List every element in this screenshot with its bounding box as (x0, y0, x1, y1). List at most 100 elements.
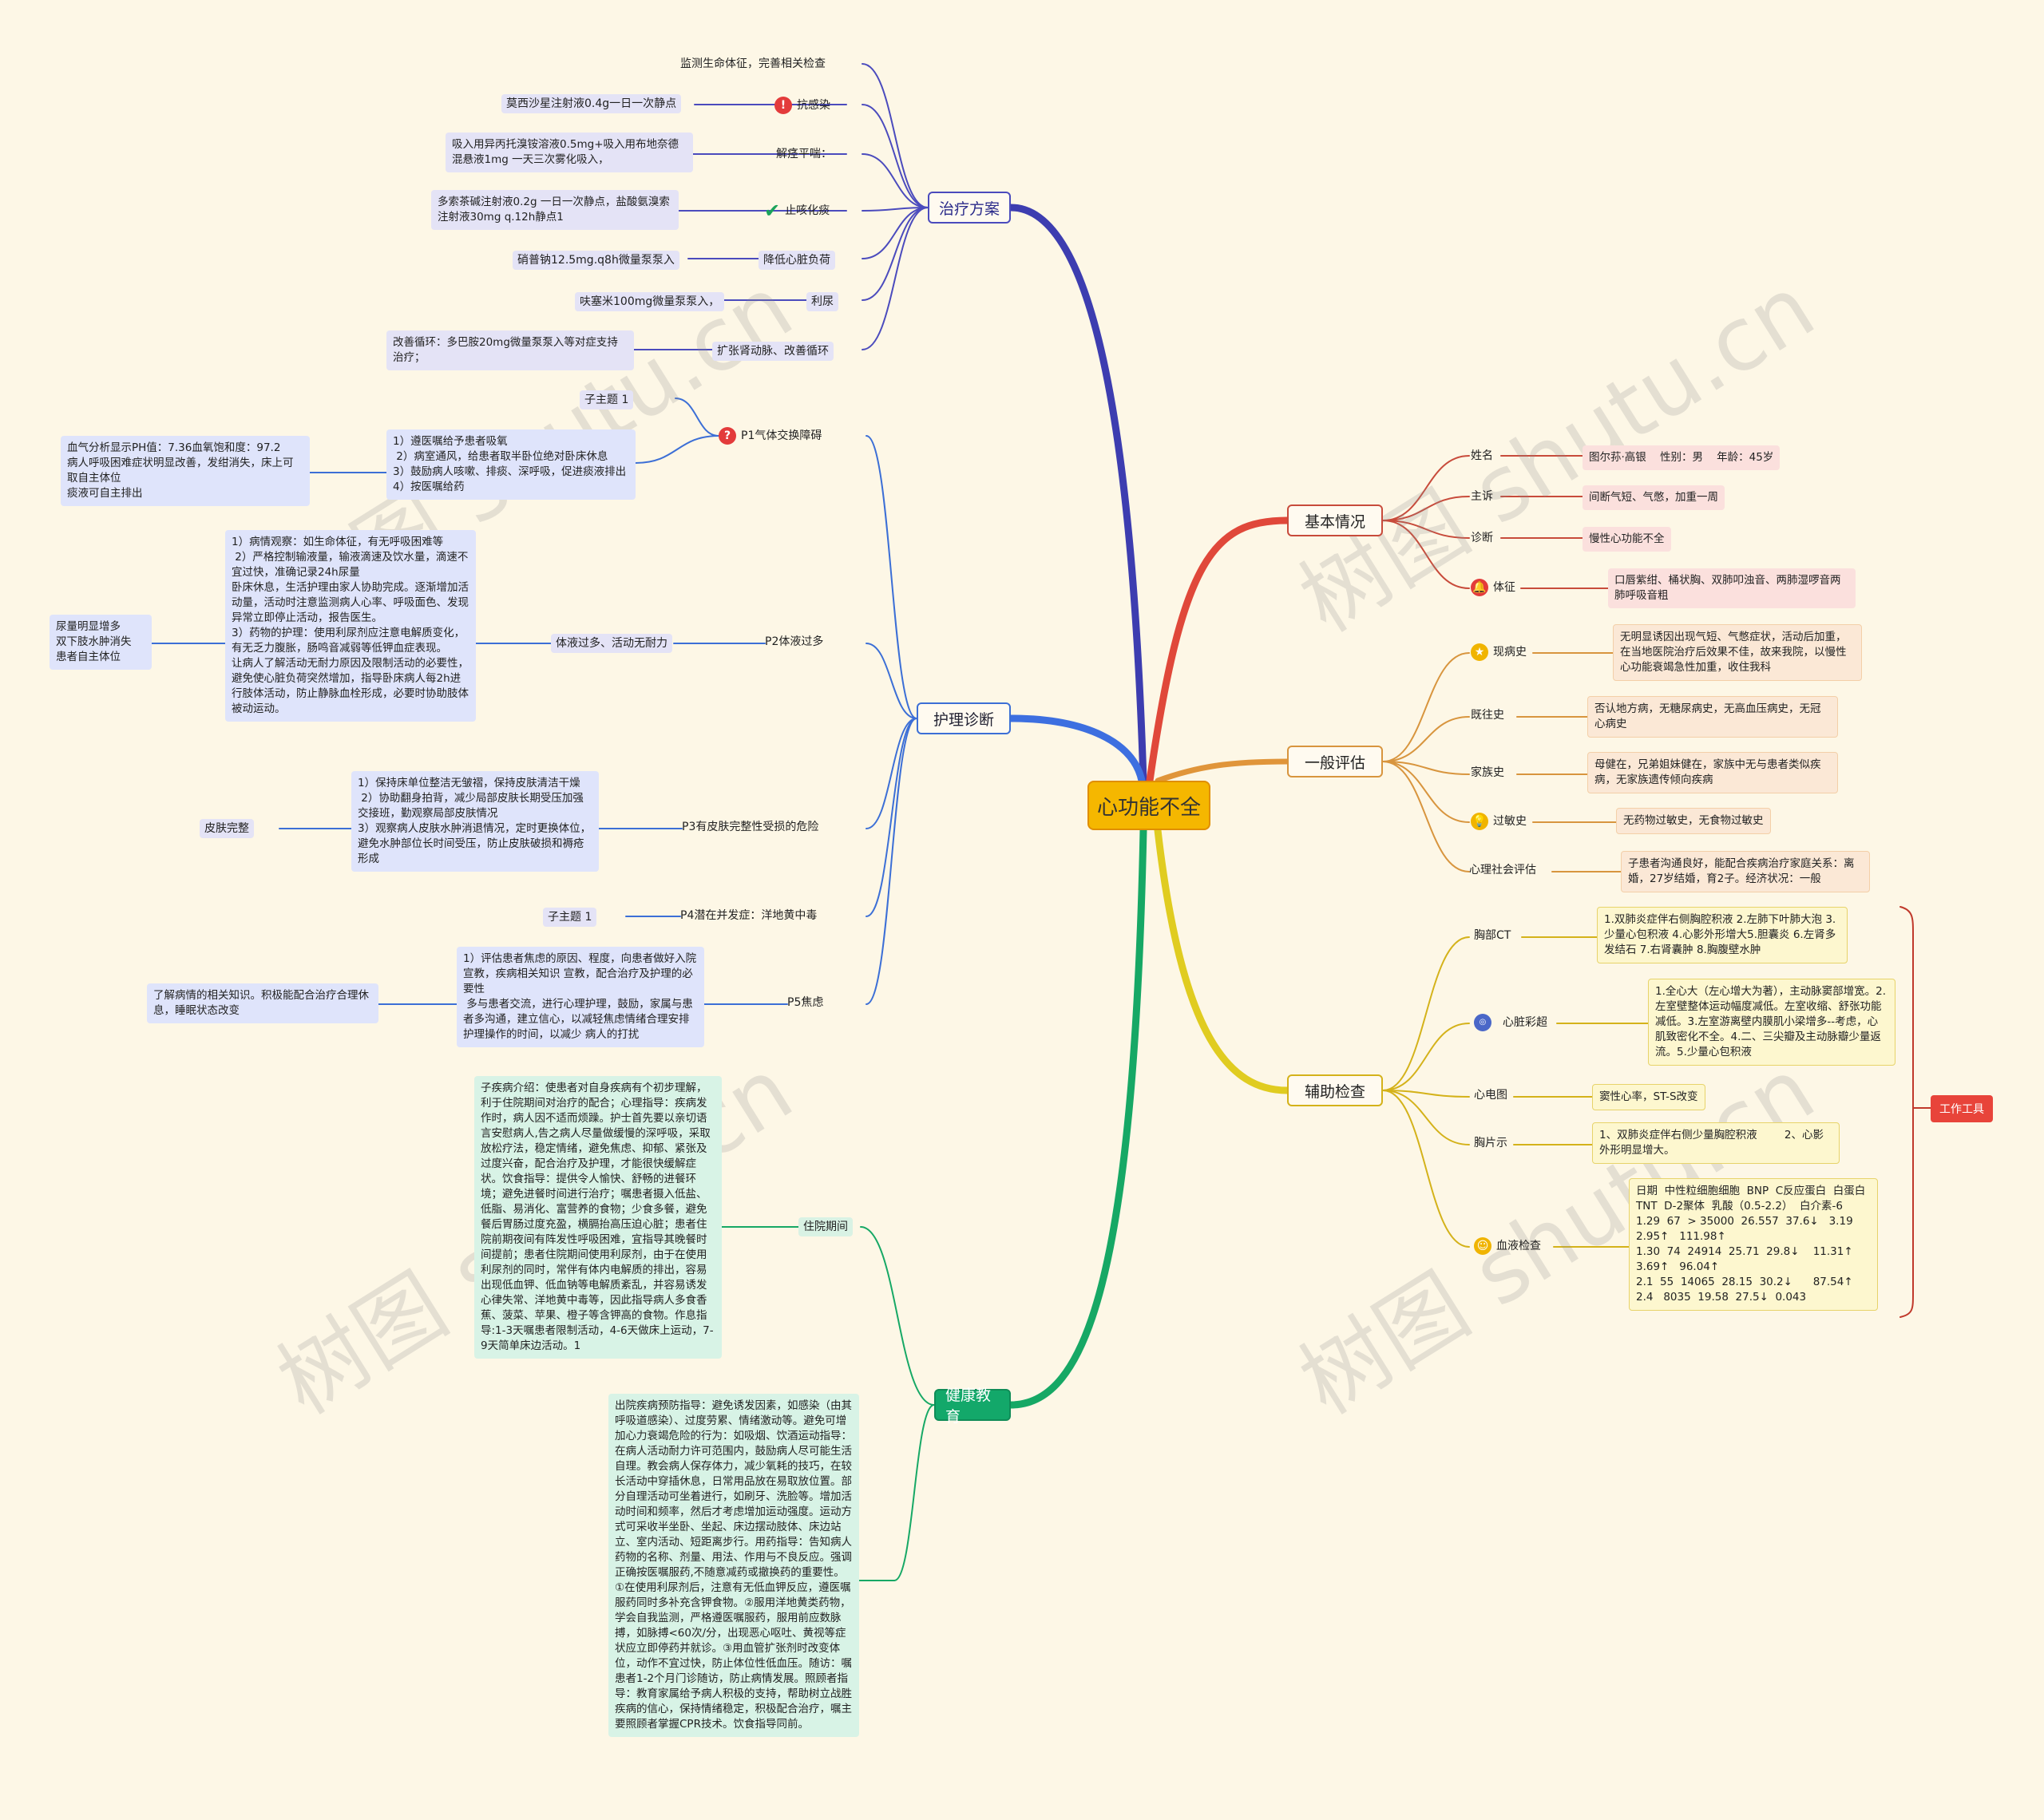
connector (1382, 1090, 1470, 1145)
education-inhospital-text: 子疾病介绍：使患者对自身疾病有个初步理解，利于住院期间对治疗的配合；心理指导：疾… (474, 1076, 722, 1359)
connector (1382, 652, 1470, 762)
aux-label[interactable]: 胸部CT (1474, 929, 1511, 942)
connector (866, 718, 917, 1005)
root-topic[interactable]: 心功能不全 (1087, 781, 1210, 830)
connector (675, 398, 719, 437)
connector (1382, 520, 1470, 589)
connector (1146, 516, 1291, 785)
star-icon: ★ (1471, 643, 1488, 661)
general-value: 母健在，兄弟姐妹健在，家族中无与患者类似疾病，无家族遗传倾向疾病 (1587, 752, 1838, 793)
nursing-measures: 1）保持床单位整洁无皱褶，保持皮肤清洁干燥 2）协助翻身拍背，减少局部皮肤长期受… (351, 771, 599, 872)
aux-value: 日期 中性粒细胞细胞 BNP C反应蛋白 白蛋白 TNT D-2聚体 乳酸（0.… (1629, 1178, 1878, 1311)
connector (1007, 714, 1146, 785)
connector (1154, 826, 1291, 1094)
exclamation-icon: ! (774, 97, 792, 114)
basic-value: 图尔荪·高银 性别：男 年龄：45岁 (1583, 445, 1781, 470)
connector (862, 207, 929, 212)
basic-value: 口唇紫绀、桶状胸、双肺叩浊音、两肺湿啰音两肺呼吸音粗 (1608, 568, 1856, 608)
basic-label[interactable]: 主诉 (1471, 490, 1493, 503)
general-value: 无药物过敏史，无食物过敏史 (1616, 808, 1771, 834)
connector (635, 435, 719, 464)
aux-value: 1、双肺炎症伴右侧少量胸腔积液 2、心影外形明显增大。 (1592, 1122, 1840, 1164)
connector (1382, 761, 1470, 775)
connector (866, 435, 917, 719)
question-icon: ? (719, 427, 736, 445)
nursing-outcome: 血气分析显示PH值：7.36血氧饱和度：97.2 病人呼吸困难症状明显改善，发绀… (61, 436, 310, 506)
bulb-icon: 💡 (1471, 813, 1488, 830)
general-label[interactable]: ★ 现病史 (1471, 643, 1527, 661)
nursing-subtopic[interactable]: 体液过多、活动无耐力 (551, 634, 672, 653)
connector (1007, 826, 1147, 1409)
connector (1382, 716, 1470, 762)
subtopic[interactable]: 子主题 1 (543, 908, 597, 927)
connector (862, 104, 929, 208)
basic-label[interactable]: 🔔 体征 (1471, 579, 1515, 596)
treatment-detail: 多索茶碱注射液0.2g 一日一次静点，盐酸氨溴索注射液30mg q.12h静点1 (431, 190, 679, 230)
connector (860, 1226, 935, 1406)
general-value: 否认地方病，无糖尿病史，无高血压病史，无冠心病史 (1587, 696, 1838, 738)
connector (862, 207, 929, 350)
connector (866, 643, 917, 719)
nursing-diagnosis-p4[interactable]: P4潜在并发症：洋地黄中毒 (680, 909, 818, 922)
nursing-diagnosis-p2[interactable]: P2体液过多 (765, 635, 824, 648)
basic-label[interactable]: 姓名 (1471, 449, 1493, 462)
connector (862, 207, 929, 301)
nursing-diagnosis-p3[interactable]: P3有皮肤完整性受损的危险 (682, 821, 819, 833)
branch-treatment[interactable]: 治疗方案 (928, 192, 1011, 224)
education-inhospital[interactable]: 住院期间 (798, 1217, 853, 1236)
aux-label[interactable]: ◎ 心脏彩超 (1474, 1014, 1547, 1031)
nursing-outcome: 尿量明显增多 双下肢水肿消失 患者自主体位 (50, 615, 152, 670)
connector (862, 207, 929, 259)
branch-basic[interactable]: 基本情况 (1287, 504, 1383, 536)
branch-nursing[interactable]: 护理诊断 (917, 702, 1011, 734)
nursing-outcome: 了解病情的相关知识。积极能配合治疗合理休息，睡眠状态改变 (147, 983, 378, 1023)
treatment-detail: 硝普钠12.5mg.q8h微量泵泵入 (513, 251, 679, 270)
nursing-outcome: 皮肤完整 (200, 819, 254, 838)
treatment-item[interactable]: 扩张肾动脉、改善循环 (712, 342, 834, 361)
treatment-item[interactable]: ! 抗感染 (774, 97, 830, 114)
branch-education[interactable]: 健康教育 (934, 1387, 1011, 1426)
subtopic[interactable]: 子主题 1 (580, 390, 634, 410)
general-label[interactable]: 既往史 (1471, 709, 1504, 722)
nursing-diagnosis-p5[interactable]: P5焦虑 (787, 996, 824, 1009)
education-discharge-text: 出院疾病预防指导：避免诱发因素，如感染（由其呼吸道感染）、过度劳累、情绪激动等。… (608, 1394, 859, 1737)
treatment-detail: 改善循环：多巴胺20mg微量泵泵入等对症支持治疗； (386, 330, 634, 370)
treatment-item[interactable]: 降低心脏负荷 (759, 251, 835, 270)
connector (893, 1404, 935, 1581)
tag-work-tool[interactable]: 工作工具 (1931, 1095, 1993, 1122)
branch-aux[interactable]: 辅助检查 (1287, 1074, 1383, 1106)
treatment-item[interactable]: 解痉平喘： (776, 148, 832, 160)
general-label[interactable]: 💡 过敏史 (1471, 813, 1527, 830)
connector (1382, 1090, 1470, 1248)
nursing-measures: 1）病情观察：如生命体征，有无呼吸困难等 2）严格控制输液量，输液滴速及饮水量，… (225, 530, 476, 722)
general-label[interactable]: 心理社会评估 (1469, 864, 1536, 876)
basic-label[interactable]: 诊断 (1471, 532, 1493, 544)
connector (1899, 906, 1914, 1318)
branch-general[interactable]: 一般评估 (1287, 746, 1383, 777)
general-value: 子患者沟通良好，能配合疾病治疗家庭关系：离婚，27岁结婚，育2子。经济状况：一般 (1621, 851, 1870, 892)
aux-label[interactable]: 心电图 (1474, 1089, 1507, 1102)
connector (1382, 455, 1470, 521)
basic-value: 慢性心功能不全 (1583, 527, 1671, 552)
aux-label[interactable]: 胸片示 (1474, 1137, 1507, 1149)
treatment-detail: 莫西沙星注射液0.4g一日一次静点 (501, 94, 682, 113)
connector (1007, 204, 1147, 785)
nursing-diagnosis-p1[interactable]: ? P1气体交换障碍 (719, 427, 822, 445)
aux-value: 窦性心率，ST-S改变 (1592, 1084, 1705, 1110)
treatment-detail: 吸入用异丙托溴铵溶液0.5mg+吸入用布地奈德混悬液1mg 一天三次雾化吸入， (446, 133, 693, 172)
treatment-item[interactable]: 监测生命体征，完善相关检查 (680, 57, 826, 70)
person-icon: ☺ (1474, 1237, 1491, 1255)
connector (1382, 1090, 1470, 1098)
connector (862, 63, 929, 208)
connector (862, 153, 929, 208)
nursing-measures: 1）评估患者焦虑的原因、程度，向患者做好入院宣教，疾病相关知识 宣教，配合治疗及… (457, 947, 704, 1047)
treatment-item[interactable]: 利尿 (806, 292, 838, 311)
aux-value: 1.全心大（左心增大为著），主动脉窦部增宽。2.左室壁整体运动幅度减低。左室收缩… (1648, 979, 1895, 1066)
general-label[interactable]: 家族史 (1471, 766, 1504, 779)
connector (866, 718, 917, 917)
treatment-item[interactable]: ✔ 止咳化痰 (764, 200, 830, 222)
aux-label[interactable]: ☺ 血液检查 (1474, 1237, 1541, 1255)
basic-value: 间断气短、气憋，加重一周 (1583, 485, 1725, 510)
bell-icon: 🔔 (1471, 579, 1488, 596)
